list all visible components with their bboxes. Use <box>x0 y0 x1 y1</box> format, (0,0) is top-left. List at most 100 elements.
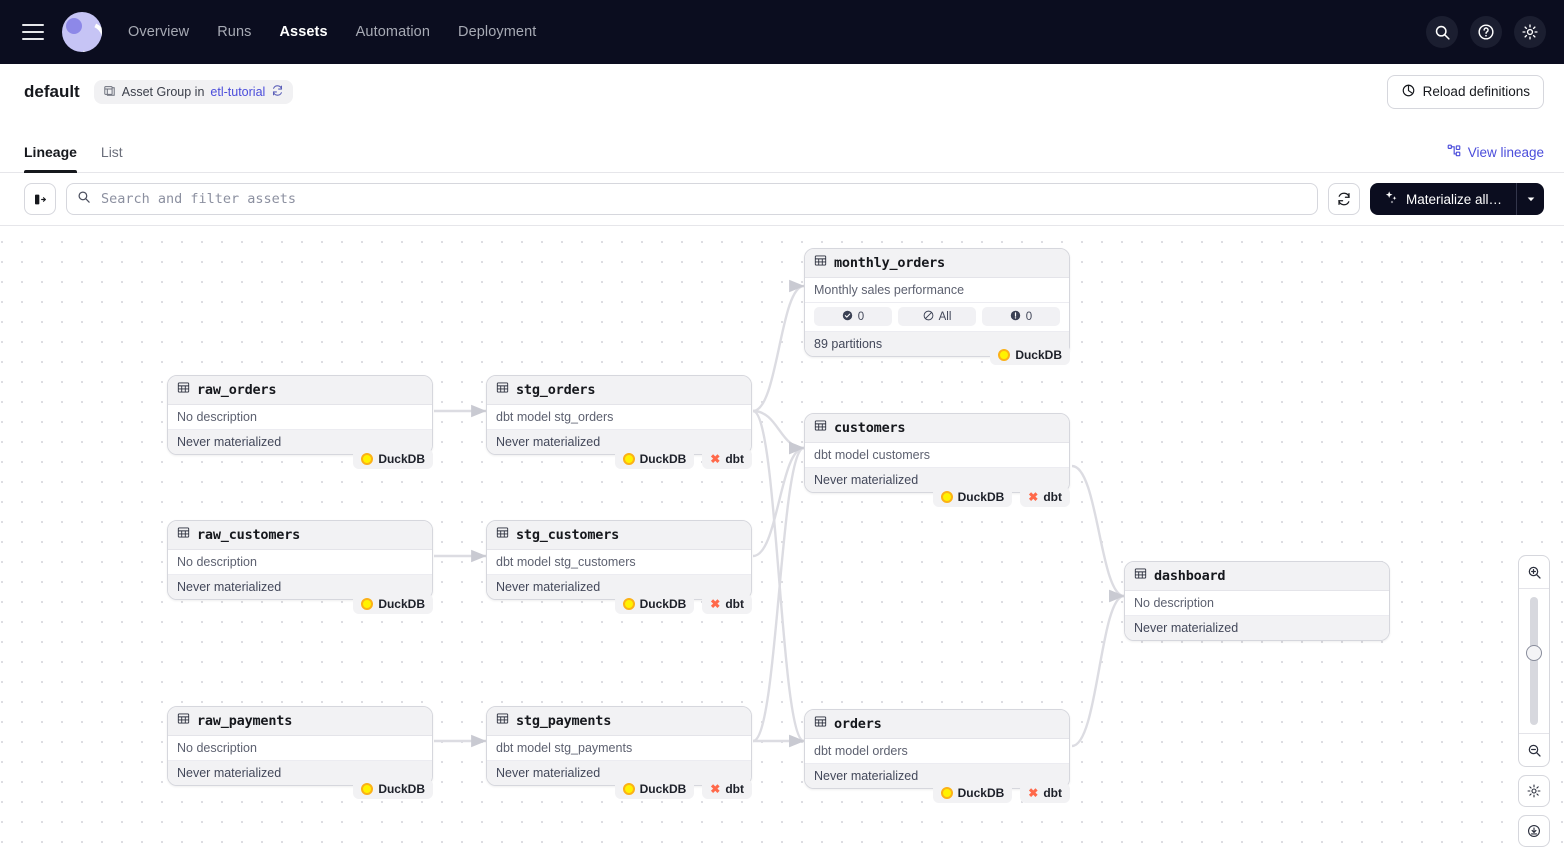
tag-label: dbt <box>1043 786 1062 800</box>
tag-duckdb[interactable]: DuckDB <box>614 449 695 469</box>
tag-dbt[interactable]: ✖dbt <box>1020 487 1070 507</box>
zoom-slider-thumb[interactable] <box>1526 645 1542 661</box>
zoom-out-icon[interactable] <box>1519 734 1549 766</box>
graph-zoom-controls <box>1518 555 1550 847</box>
view-lineage-label: View lineage <box>1467 145 1544 160</box>
duckdb-icon <box>940 787 953 799</box>
asset-node-name: raw_customers <box>197 527 301 543</box>
nav-link-deployment[interactable]: Deployment <box>458 24 537 40</box>
search-input[interactable] <box>99 190 1307 208</box>
materialize-all-button-group[interactable]: Materialize all… <box>1369 183 1544 215</box>
partition-chip-2[interactable]: 0 <box>982 307 1060 326</box>
asset-node-header[interactable]: stg_orders <box>487 376 751 405</box>
reload-definitions-button[interactable]: Reload definitions <box>1386 74 1544 109</box>
zoom-slider[interactable] <box>1519 589 1549 733</box>
asset-node-description: Monthly sales performance <box>805 278 1069 303</box>
asset-node-header[interactable]: stg_customers <box>487 521 751 550</box>
panel-toggle-icon[interactable] <box>24 183 56 215</box>
graph-settings-gear-icon[interactable] <box>1518 775 1550 807</box>
tag-duckdb[interactable]: DuckDB <box>932 783 1013 803</box>
tag-dbt[interactable]: ✖dbt <box>702 779 752 799</box>
tag-dbt[interactable]: ✖dbt <box>702 594 752 614</box>
tag-duckdb[interactable]: DuckDB <box>614 594 695 614</box>
asset-node-name: raw_orders <box>197 382 277 398</box>
chevron-down-icon[interactable] <box>1516 183 1544 215</box>
tag-duckdb[interactable]: DuckDB <box>353 779 433 799</box>
tag-label: dbt <box>725 452 744 466</box>
zoom-in-icon[interactable] <box>1519 556 1549 588</box>
gear-icon[interactable] <box>1514 16 1546 48</box>
asset-node-header[interactable]: raw_orders <box>168 376 432 405</box>
asset-node-header[interactable]: monthly_orders <box>805 249 1069 278</box>
dbt-icon: ✖ <box>710 452 721 466</box>
tag-duckdb[interactable]: DuckDB <box>353 449 433 469</box>
partition-chip-label: 0 <box>857 310 865 323</box>
duckdb-icon <box>940 491 953 503</box>
tag-label: DuckDB <box>378 597 425 611</box>
help-icon[interactable] <box>1470 16 1502 48</box>
duckdb-icon <box>361 598 374 610</box>
view-lineage-link[interactable]: View lineage <box>1447 144 1544 161</box>
nav-link-overview[interactable]: Overview <box>128 24 190 40</box>
asset-node-header[interactable]: raw_customers <box>168 521 432 550</box>
tab-list[interactable]: List <box>100 144 123 160</box>
tabs-row: Lineage List View lineage <box>0 119 1564 173</box>
asset-node-description: dbt model stg_orders <box>487 405 751 430</box>
nav-link-runs[interactable]: Runs <box>217 24 252 40</box>
nav-link-assets[interactable]: Assets <box>279 24 328 40</box>
materialize-all-button[interactable]: Materialize all… <box>1370 183 1516 215</box>
tag-label: DuckDB <box>639 597 687 611</box>
tag-label: dbt <box>1043 490 1062 504</box>
slash-circle-icon <box>923 310 934 324</box>
recenter-icon[interactable] <box>1518 815 1550 847</box>
asset-node-header[interactable]: dashboard <box>1125 562 1389 591</box>
search-icon[interactable] <box>1426 16 1458 48</box>
asset-group-chip-link[interactable]: etl-tutorial <box>210 84 266 99</box>
tag-duckdb[interactable]: DuckDB <box>932 487 1013 507</box>
tag-duckdb[interactable]: DuckDB <box>614 779 695 799</box>
asset-node-header[interactable]: raw_payments <box>168 707 432 736</box>
asset-node-header[interactable]: orders <box>805 710 1069 739</box>
partition-chip-label: 0 <box>1025 310 1033 323</box>
asset-node-header[interactable]: stg_payments <box>487 707 751 736</box>
tag-label: DuckDB <box>639 782 687 796</box>
asset-node-tags-monthly_orders: DuckDB <box>804 345 1070 365</box>
tab-lineage[interactable]: Lineage <box>24 144 77 173</box>
dbt-icon: ✖ <box>1028 786 1039 800</box>
table-icon <box>814 254 827 272</box>
partition-chip-1[interactable]: All <box>898 307 976 326</box>
tag-duckdb[interactable]: DuckDB <box>990 345 1070 365</box>
nav-link-automation[interactable]: Automation <box>355 24 431 40</box>
dagster-logo[interactable] <box>62 12 102 52</box>
asset-node-header[interactable]: customers <box>805 414 1069 443</box>
hamburger-menu-icon[interactable] <box>22 24 44 40</box>
check-circle-icon <box>842 310 853 324</box>
page-header: default Asset Group in etl-tutorial <box>0 64 1564 119</box>
duckdb-icon <box>361 783 374 795</box>
nav-actions <box>1426 16 1546 48</box>
refresh-assets-button[interactable] <box>1327 183 1360 215</box>
search-and-filter-box[interactable] <box>66 183 1318 215</box>
partition-chip-0[interactable]: 0 <box>814 307 892 326</box>
tag-duckdb[interactable]: DuckDB <box>353 594 433 614</box>
materialize-all-label: Materialize all… <box>1405 191 1502 207</box>
asset-group-chip[interactable]: Asset Group in etl-tutorial <box>93 79 294 104</box>
refresh-icon[interactable] <box>271 84 284 100</box>
tag-dbt[interactable]: ✖ dbt <box>1020 783 1070 803</box>
graph-toolbar: Materialize all… <box>0 173 1564 226</box>
asset-node-tags-raw_customers: DuckDB <box>167 594 433 614</box>
asset-node-tags-customers: DuckDB ✖dbt <box>804 487 1070 507</box>
asset-node-name: raw_payments <box>197 713 293 729</box>
tag-dbt[interactable]: ✖ dbt <box>702 449 752 469</box>
